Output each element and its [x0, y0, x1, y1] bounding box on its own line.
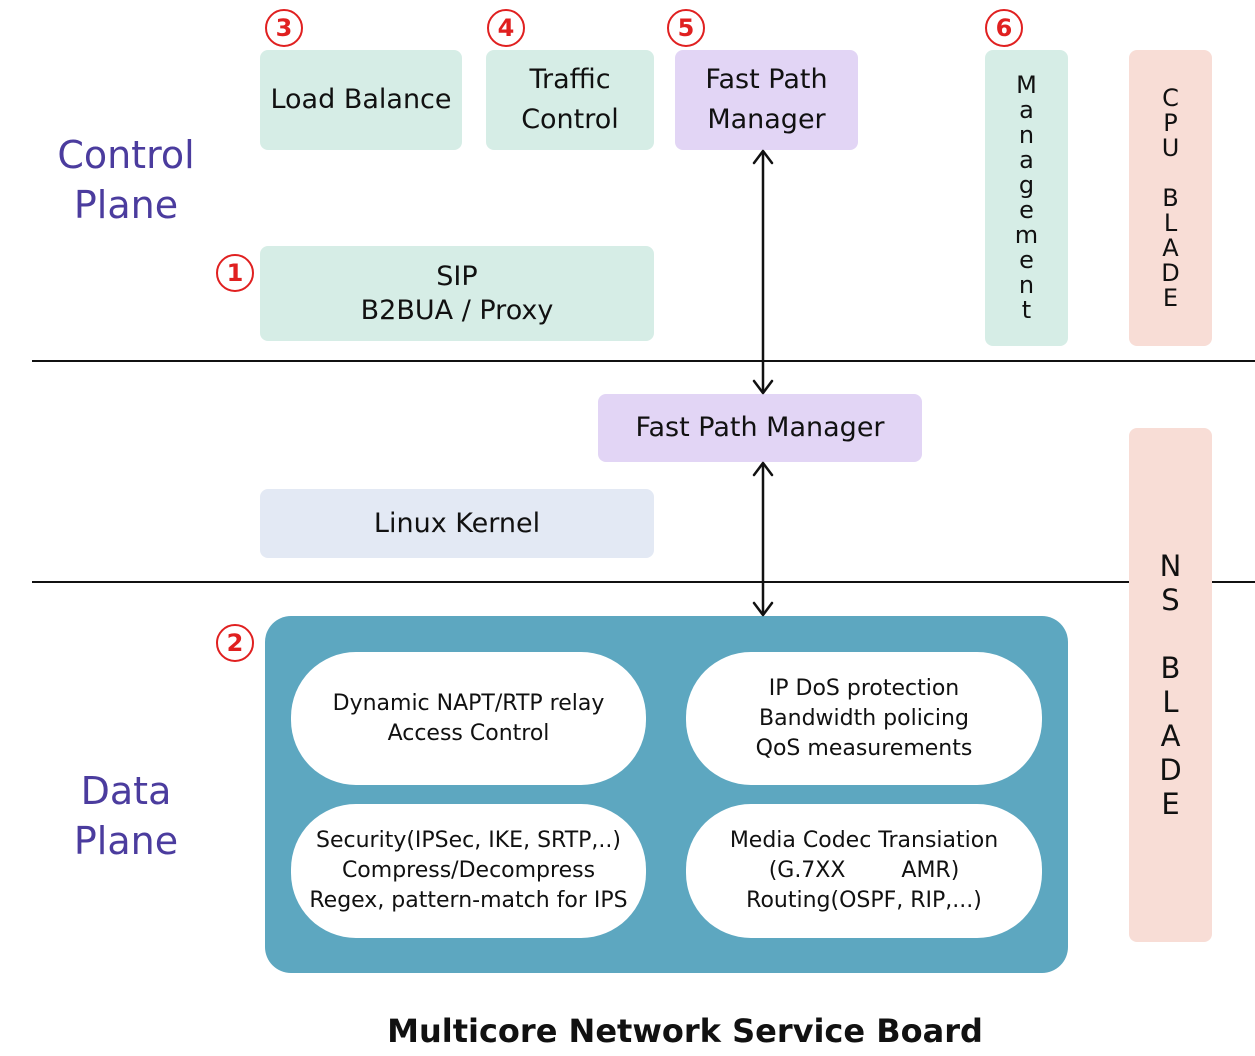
- load-balance-label: Load Balance: [270, 84, 452, 115]
- module-line: IP DoS protection: [768, 675, 960, 701]
- module-line: Access Control: [387, 720, 550, 746]
- management-letter: e: [1019, 246, 1034, 274]
- cpu-blade-letter: A: [1162, 233, 1179, 262]
- ns-blade-letter: B: [1160, 651, 1181, 685]
- board-title: Multicore Network Service Board: [387, 1012, 983, 1050]
- marker-5: 5: [667, 9, 705, 47]
- module-line: Bandwidth policing: [759, 705, 969, 731]
- management-letter: m: [1014, 221, 1039, 249]
- data-plane-divider: [32, 581, 1255, 583]
- fast-path-manager-box: Fast Path Manager: [598, 394, 922, 462]
- management-letter: e: [1019, 196, 1034, 224]
- ns-blade-letter: D: [1159, 753, 1182, 787]
- control-plane-divider: [32, 360, 1255, 362]
- load-balance-box: Load Balance: [260, 50, 462, 150]
- ns-blade-letter: E: [1161, 787, 1180, 821]
- module-line: QoS measurements: [755, 735, 973, 761]
- linux-kernel-box: Linux Kernel: [260, 489, 654, 558]
- marker-2: 2: [216, 624, 254, 662]
- management-letter: M: [1016, 71, 1037, 99]
- management-letter: t: [1021, 296, 1032, 324]
- data-plane-label: Data Plane: [73, 769, 179, 863]
- ns-blade-letter: A: [1160, 719, 1181, 753]
- management-letter: a: [1019, 96, 1034, 124]
- ns-blade-letter: L: [1162, 685, 1179, 719]
- security-module: Security(IPSec, IKE, SRTP,..) Compress/De…: [291, 804, 646, 938]
- management-letter: n: [1018, 121, 1035, 149]
- marker-6: 6: [985, 9, 1023, 47]
- cpu-blade-letter: E: [1162, 283, 1179, 312]
- module-line: (G.7XX AMR): [768, 858, 960, 883]
- control-plane-label: Control Plane: [57, 133, 195, 227]
- marker-1: 1: [216, 254, 254, 292]
- management-letter: n: [1018, 271, 1035, 299]
- module-line: Security(IPSec, IKE, SRTP,..): [316, 828, 621, 853]
- cpu-blade-letter: L: [1163, 208, 1178, 237]
- cpu-blade-letter: B: [1162, 183, 1179, 212]
- management-letter: a: [1019, 146, 1034, 174]
- marker-3: 3: [265, 9, 303, 47]
- cpu-blade-letter: U: [1161, 133, 1180, 162]
- marker-4: 4: [487, 9, 525, 47]
- module-line: Compress/Decompress: [341, 858, 596, 883]
- fast-path-manager-control-box: Fast Path Manager: [675, 50, 858, 150]
- media-codec-module: Media Codec Transiation (G.7XX AMR) Routin…: [686, 804, 1042, 938]
- cpu-blade-letter: P: [1163, 108, 1178, 137]
- sip-b2bua-proxy-box: SIP B2BUA / Proxy: [260, 246, 654, 341]
- cpu-blade-letter: D: [1161, 258, 1180, 287]
- ns-blade-letter: S: [1161, 583, 1180, 617]
- module-line: Dynamic NAPT/RTP relay: [332, 690, 605, 716]
- ns-blade-letter: N: [1159, 549, 1182, 583]
- cpu-blade-letter: C: [1162, 83, 1179, 112]
- traffic-control-box: Traffic Control: [486, 50, 654, 150]
- module-line: Media Codec Transiation: [729, 828, 999, 853]
- management-letter: g: [1018, 171, 1035, 199]
- module-line: Routing(OSPF, RIP,...): [746, 888, 982, 913]
- module-line: Regex, pattern-match for IPS: [309, 888, 628, 913]
